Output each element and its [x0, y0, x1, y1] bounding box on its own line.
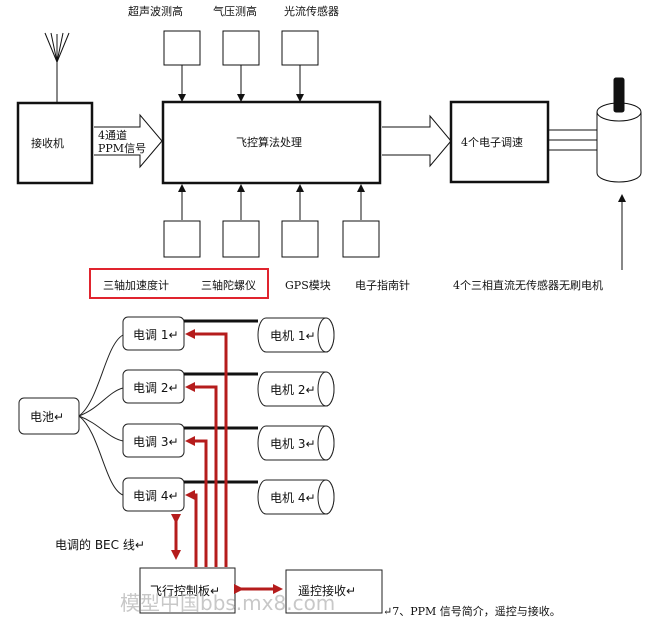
receiver-label: 接收机 — [31, 136, 64, 150]
battery-label: 电池↵ — [30, 410, 64, 424]
motor-label-4: 电机 4↵ — [270, 491, 316, 505]
esc-box-4 — [122, 477, 185, 512]
highlight-box — [89, 268, 269, 299]
sensor-box-accelerometer — [163, 220, 201, 258]
rc-receiver-box — [285, 569, 383, 614]
motor-label-1: 电机 1↵ — [270, 329, 316, 343]
esc-motor-power-wires — [184, 319, 258, 484]
motor-4 — [257, 479, 335, 515]
motor-2 — [257, 371, 335, 407]
esc-box — [449, 100, 550, 184]
flight-control-board-label: 飞行控制板↵ — [150, 584, 220, 598]
label-accelerometer: 三轴加速度计 — [103, 278, 169, 292]
sensor-label-barometer: 气压测高 — [213, 4, 257, 18]
ppm-label-line1: 4通道 — [98, 128, 127, 142]
signal-wires — [185, 329, 228, 567]
label-gps: GPS模块 — [285, 279, 331, 292]
sensor-label-ultrasonic: 超声波测高 — [128, 4, 183, 18]
watermark-text: 模型中国bbs.mx8.com — [120, 591, 335, 615]
flight-control-board — [139, 567, 236, 614]
sensor-box-compass — [342, 220, 380, 258]
flight-controller-box — [161, 100, 382, 185]
antenna-icon — [44, 32, 70, 103]
label-compass: 电子指南针 — [355, 278, 410, 292]
motor-1 — [257, 317, 335, 353]
sensor-box-gps — [281, 220, 319, 258]
rc-receiver-label: 遥控接收↵ — [298, 583, 356, 598]
battery-wires — [78, 334, 124, 496]
flight-controller-label: 飞控算法处理 — [236, 135, 302, 149]
sensor-box-optical-flow — [281, 30, 319, 66]
esc-box-3 — [122, 423, 185, 458]
label-gyroscope: 三轴陀螺仪 — [201, 278, 256, 292]
receiver-box — [16, 101, 94, 185]
esc-label-2: 电调 2↵ — [133, 381, 179, 395]
esc-label: 4个电子调速 — [461, 136, 523, 149]
sensor-label-optical-flow: 光流传感器 — [284, 4, 339, 18]
esc-label-1: 电调 1↵ — [133, 328, 179, 342]
esc-label-3: 电调 3↵ — [133, 435, 179, 449]
esc-box-1 — [122, 316, 185, 351]
label-brushless-motors: 4个三相直流无传感器无刷电机 — [453, 278, 603, 292]
caption-text: ↵7、PPM 信号简介，遥控与接收。 — [383, 604, 561, 618]
esc-label-4: 电调 4↵ — [133, 489, 179, 503]
motor-3 — [257, 425, 335, 461]
ppm-label-line2: PPM信号 — [98, 142, 146, 155]
motor-icon — [596, 77, 642, 183]
esc-box-2 — [122, 369, 185, 404]
esc-motor-wires — [548, 129, 598, 151]
sensor-box-gyroscope — [222, 220, 260, 258]
motor-label-3: 电机 3↵ — [270, 437, 316, 451]
motor-label-2: 电机 2↵ — [270, 383, 316, 397]
bec-label: 电调的 BEC 线↵ — [55, 537, 145, 552]
sensor-box-ultrasonic — [163, 30, 201, 66]
fc-to-esc-arrow — [382, 114, 452, 168]
sensor-box-barometer — [222, 30, 260, 66]
